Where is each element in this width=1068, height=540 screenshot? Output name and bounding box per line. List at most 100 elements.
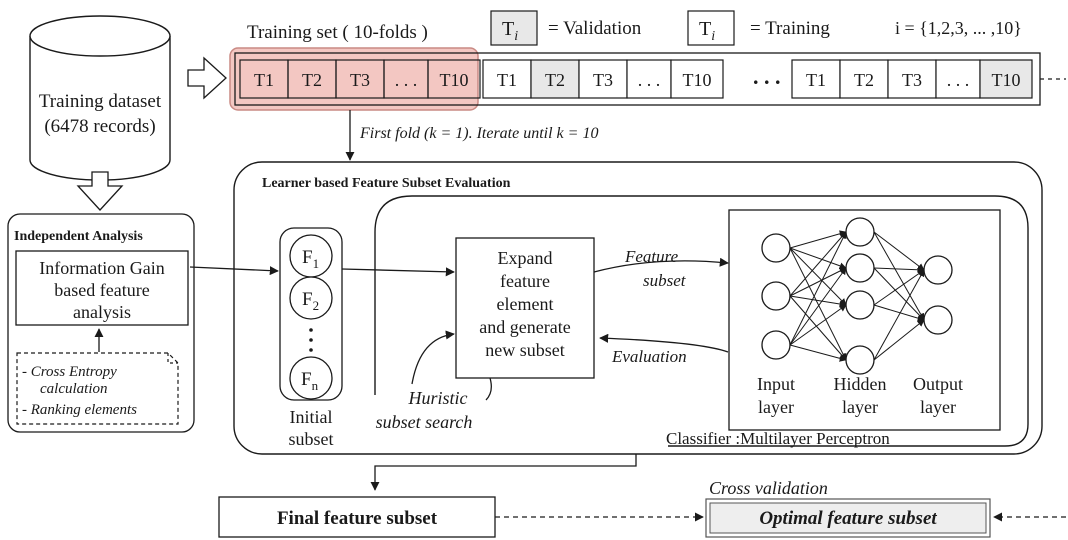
information-gain-box	[15, 250, 189, 326]
independent-analysis-panel: Independent Analysis Information Gain ba…	[7, 213, 195, 433]
training-set-label: Training set ( 10-folds )	[247, 22, 428, 43]
nn-connection	[789, 295, 847, 361]
fold-groups-separator: . . .	[753, 64, 781, 89]
feature-subset-line1: Feature	[624, 247, 679, 266]
nn-connection	[873, 231, 925, 321]
final-feature-subset-label: Final feature subset	[277, 508, 438, 529]
subset-to-expand-arrow	[341, 267, 455, 277]
fold-cell-label: T3	[593, 70, 613, 90]
information-gain-line3: analysis	[73, 302, 131, 322]
hidden-layer-line2: layer	[842, 397, 878, 417]
nn-neuron	[761, 233, 791, 263]
feature-subset-arrow	[593, 257, 729, 273]
training-legend-label: = Training	[750, 18, 830, 39]
feature-fn-node	[289, 356, 333, 400]
fold-cell-label: T10	[440, 70, 469, 90]
validation-swatch-symbol: Ti	[502, 18, 518, 44]
nn-connection	[873, 304, 925, 322]
fold-cell	[670, 59, 724, 99]
optimal-feature-subset-label: Optimal feature subset	[759, 508, 937, 529]
nn-connection	[789, 247, 847, 361]
cross-entropy-note	[16, 352, 179, 425]
heuristic-search-arrow	[411, 330, 455, 385]
initial-subset: F1 F2 Fn Initial subset	[279, 227, 343, 449]
fold-cell	[979, 59, 1033, 99]
initial-subset-label-line1: Initial	[290, 407, 333, 427]
fold-cell	[482, 59, 532, 99]
nn-connection	[873, 267, 925, 321]
nn-connection	[789, 267, 847, 346]
feature-f2-node	[289, 276, 333, 320]
nn-connection	[789, 304, 847, 346]
nn-neuron	[923, 305, 953, 335]
nn-connection	[789, 247, 847, 306]
nn-connection	[789, 230, 847, 249]
note-line2: calculation	[40, 381, 108, 397]
evaluation-arrow	[599, 333, 729, 353]
nn-connection	[873, 269, 925, 306]
nn-neuron	[845, 345, 875, 375]
nn-neuron	[845, 290, 875, 320]
output-layer-line2: layer	[920, 397, 956, 417]
learner-panel	[233, 161, 1043, 455]
feature-subset-line2: subset	[643, 271, 687, 290]
evaluation-label: Evaluation	[611, 347, 687, 366]
validation-swatch	[490, 10, 538, 46]
first-fold-label: First fold (k = 1). Iterate until k = 10	[359, 125, 598, 142]
nn-neuron	[845, 253, 875, 283]
final-feature-subset-box	[218, 496, 496, 538]
fold-cell-label: . . .	[395, 70, 418, 90]
nn-neuron	[761, 330, 791, 360]
independent-analysis-title: Independent Analysis	[14, 229, 143, 244]
hidden-layer-line1: Hidden	[834, 374, 887, 394]
optimal-feature-subset-inner	[709, 502, 987, 534]
nn-neuron	[923, 255, 953, 285]
ellipsis-dot	[309, 338, 313, 342]
fold-cell-label: T10	[992, 70, 1021, 90]
nn-connection	[789, 344, 847, 362]
heuristic-search-return	[485, 377, 492, 401]
feature-fn-label: Fn	[301, 369, 319, 393]
nn-neuron	[845, 217, 875, 247]
fold-cell	[530, 59, 580, 99]
nn-connection	[873, 266, 925, 274]
fold-cell	[427, 59, 481, 99]
expand-line4: and generate	[479, 317, 570, 337]
feature-f2-label: F2	[302, 289, 319, 313]
fold-cell-label: . . .	[947, 70, 970, 90]
heuristic-label-line1: Huristic	[407, 388, 467, 408]
training-dataset-cylinder: Training dataset (6478 records)	[29, 15, 171, 181]
fold-cell	[626, 59, 672, 99]
first-fold-highlight	[229, 47, 479, 111]
expand-line1: Expand	[498, 248, 553, 268]
nn-connection	[789, 267, 847, 297]
heuristic-label-line2: subset search	[376, 412, 473, 432]
fold-cell-label: T3	[902, 70, 922, 90]
hollow-arrow-right-icon	[187, 56, 227, 100]
fold-cell-label: T1	[254, 70, 274, 90]
neural-network	[761, 217, 953, 375]
legend: Training set ( 10-folds ) Ti = Validatio…	[247, 10, 1022, 46]
classifier-label: Classifier :Multilayer Perceptron	[666, 429, 890, 448]
training-swatch	[687, 10, 735, 46]
fold-cell-label: . . .	[638, 70, 661, 90]
ellipsis-dot	[309, 348, 313, 352]
nn-connection	[789, 295, 847, 308]
input-layer-line2: layer	[758, 397, 794, 417]
dataset-label-line1: Training dataset	[39, 91, 162, 112]
note-line1: - Cross Entropy	[22, 364, 117, 380]
fold-cell	[887, 59, 937, 99]
dataset-label-line2: (6478 records)	[44, 116, 155, 137]
output-layer-line1: Output	[913, 374, 963, 394]
nn-connection	[873, 319, 925, 361]
nn-connection	[789, 231, 847, 346]
fold-cell-label: T2	[854, 70, 874, 90]
fold-cell	[791, 59, 841, 99]
fold-cell	[839, 59, 889, 99]
cross-validation-label: Cross validation	[709, 478, 828, 498]
information-gain-line1: Information Gain	[39, 258, 164, 278]
